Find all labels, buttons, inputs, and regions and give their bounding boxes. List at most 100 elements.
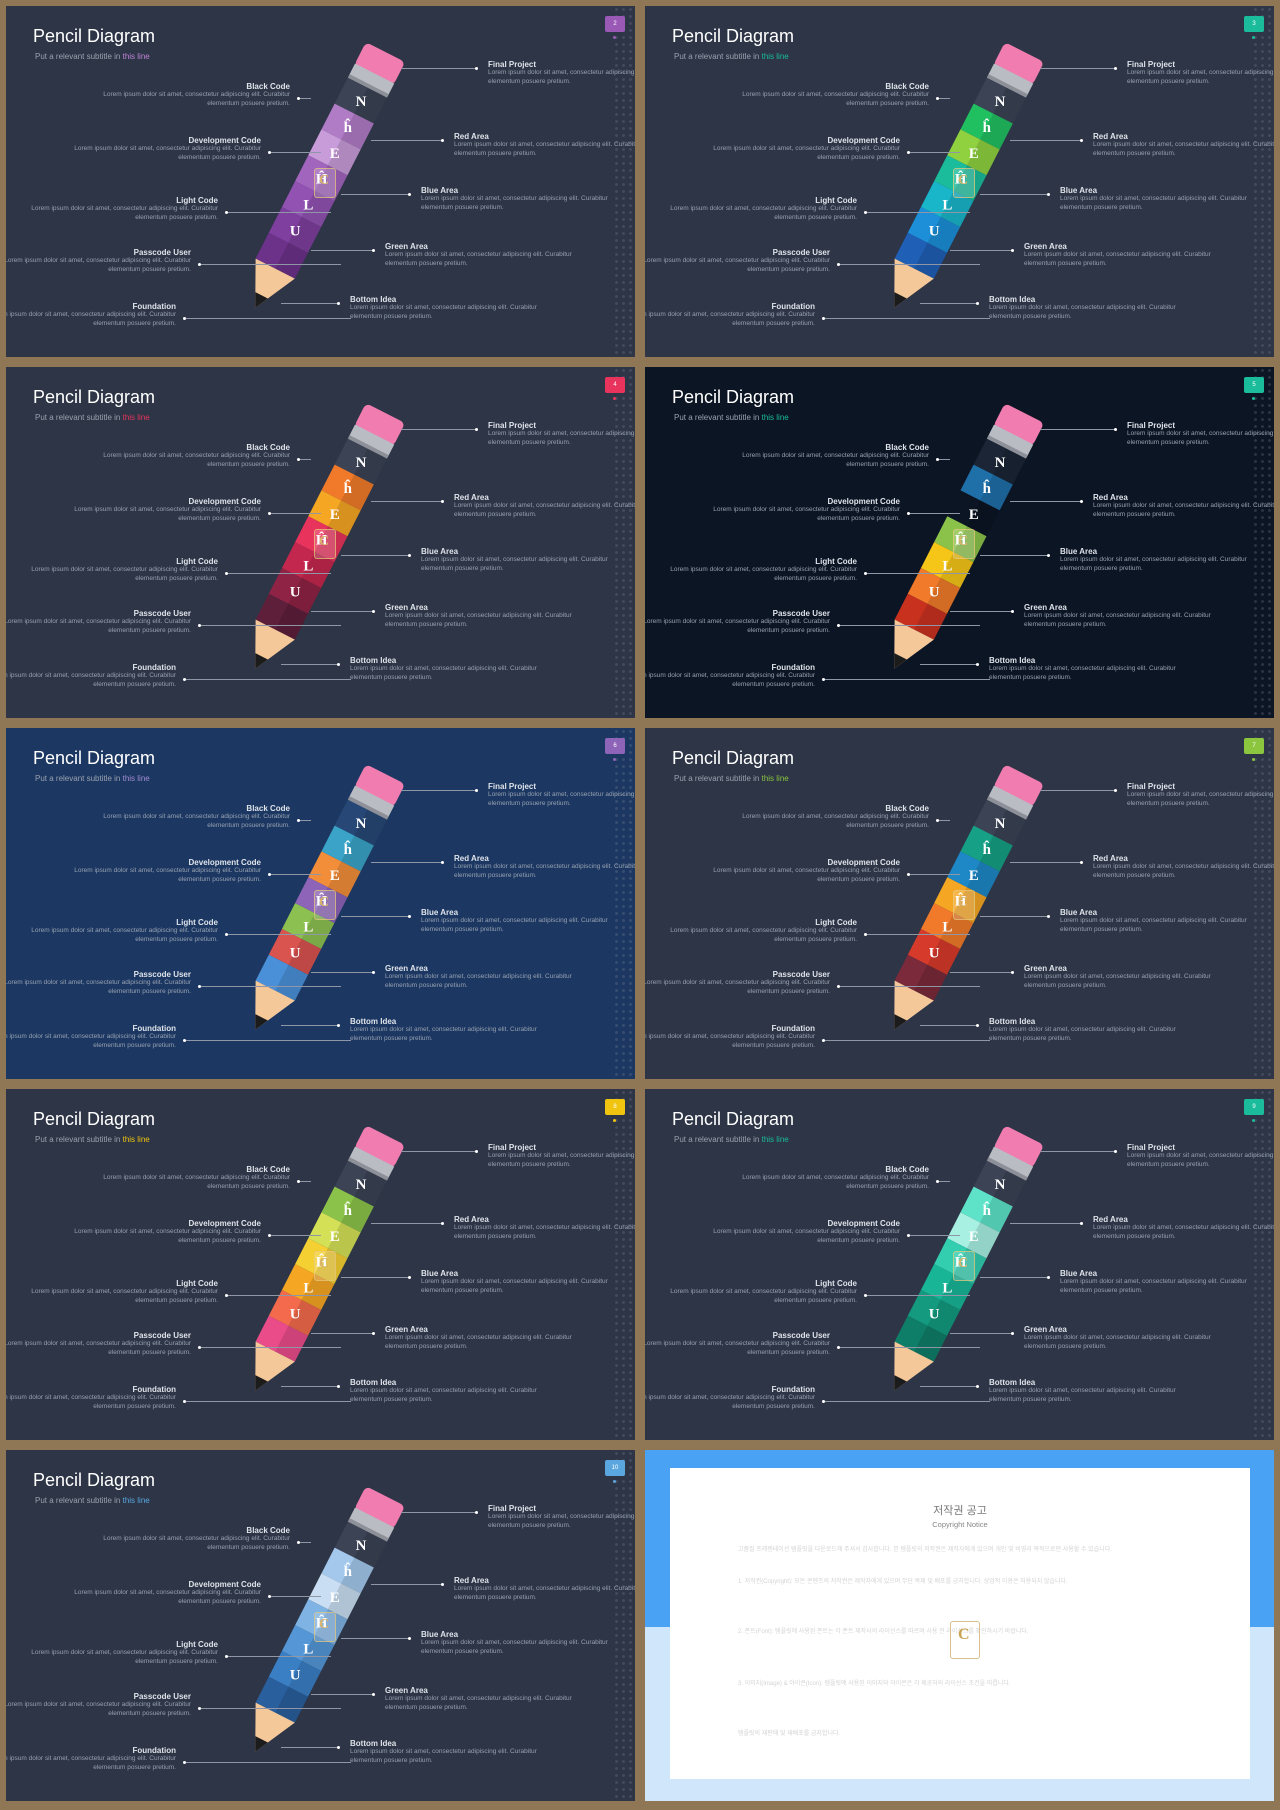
label-heading: Black Code [246,804,290,813]
connector-line [226,1656,331,1657]
page-badge-dot [613,36,616,39]
connector-line [937,1181,950,1182]
label-heading: Black Code [246,1165,290,1174]
label-heading: Black Code [885,82,929,91]
connector-line [341,194,409,195]
connector-line [184,318,351,319]
connector-line [950,611,1012,612]
pencil-slide[interactable]: 8 Pencil Diagram Put a relevant subtitle… [6,1089,635,1440]
connector-dot [268,151,271,154]
connector-dot [268,512,271,515]
label-heading: Foundation [132,1746,176,1755]
pencil-slide[interactable]: 9 Pencil Diagram Put a relevant subtitle… [645,1089,1274,1440]
label-heading: Passcode User [133,609,191,618]
connector-dot [1080,1222,1083,1225]
connector-dot [268,873,271,876]
pencil-slide[interactable]: 5 Pencil Diagram Put a relevant subtitle… [645,367,1274,718]
pencil-ferrule [348,1507,395,1540]
connector-line [920,1025,977,1026]
connector-line [865,573,970,574]
label-body: Lorem ipsum dolor sit amet, consectetur … [421,1639,608,1655]
pencil-lead [255,1014,268,1030]
connector-dot [297,97,300,100]
pencil-segment-shade [940,552,974,588]
pencil-segment-letter: U [290,945,301,961]
label-body: Lorem ipsum dolor sit amet, consectetur … [454,1585,635,1601]
pencil-segment [973,799,1026,846]
connector-line [298,459,311,460]
label-body: Lorem ipsum dolor sit amet, consectetur … [421,917,608,933]
subtitle-highlight: this line [122,52,150,61]
connector-dot [183,1761,186,1764]
connector-line [269,1596,321,1597]
label-heading: Blue Area [421,1269,459,1278]
connector-line [311,250,373,251]
pencil-segment-letter: ĥ [344,840,353,858]
label-body: Lorem ipsum dolor sit amet, consectetur … [1127,791,1274,807]
connector-dot [1011,1332,1014,1335]
label-heading: Green Area [1024,1325,1067,1334]
label-body: Lorem ipsum dolor sit amet, consectetur … [670,205,857,221]
pencil-segment-letter: E [969,1229,979,1245]
connector-dot [822,317,825,320]
pencil-slide[interactable]: 4 Pencil Diagram Put a relevant subtitle… [6,367,635,718]
pencil-segment [281,181,335,227]
connector-dot [441,139,444,142]
label-heading: Green Area [385,964,428,973]
page-number-badge: 7 [1244,738,1264,754]
pencil-ferrule-band [347,74,389,98]
pencil-segment [268,1650,322,1697]
connector-dot [183,1400,186,1403]
connector-dot [1080,861,1083,864]
label-body: Lorem ipsum dolor sit amet, consectetur … [488,1513,635,1529]
pencil-segment [321,1547,374,1594]
slide-subtitle: Put a relevant subtitle in this line [35,1135,150,1144]
slide-subtitle: Put a relevant subtitle in this line [674,413,789,422]
pencil-segment-shade [341,1196,374,1233]
connector-dot [441,861,444,864]
pencil-slide[interactable]: 10 Pencil Diagram Put a relevant subtitl… [6,1450,635,1801]
pencil-slide[interactable]: 2 Pencil Diagram Put a relevant subtitle… [6,6,635,357]
connector-line [226,212,331,213]
pencil-segment [947,851,1000,898]
connector-line [920,664,977,665]
pencil-segment [268,206,322,253]
label-heading: Final Project [488,782,537,791]
copyright-paragraph: 템플릿의 재판매 및 재배포를 금지합니다. [738,1731,841,1737]
connector-dot [441,500,444,503]
subtitle-highlight: this line [122,1135,150,1144]
label-body: Lorem ipsum dolor sit amet, consectetur … [1060,1278,1247,1294]
label-heading: Green Area [385,1325,428,1334]
pencil-slide[interactable]: 3 Pencil Diagram Put a relevant subtitle… [645,6,1274,357]
pencil-wood-tip [255,980,295,1030]
pencil-segment-letter: N [995,455,1006,471]
pencil-segment-letter: ĥ [344,1562,353,1580]
connector-line [269,513,321,514]
pencil-slide[interactable]: 7 Pencil Diagram Put a relevant subtitle… [645,728,1274,1079]
label-heading: Red Area [1093,493,1128,502]
connector-line [980,194,1048,195]
logo-badge: C [953,890,975,920]
pencil-segment-letter: E [969,146,979,162]
pencil-segment-letter: L [303,198,313,214]
label-body: Lorem ipsum dolor sit amet, consectetur … [103,813,290,829]
pencil-slide[interactable]: 6 Pencil Diagram Put a relevant subtitle… [6,728,635,1079]
connector-dot [408,1637,411,1640]
label-heading: Bottom Idea [350,1017,397,1026]
pencil-segment-shade [927,577,961,614]
connector-dot [372,249,375,252]
label-heading: Black Code [885,1165,929,1174]
